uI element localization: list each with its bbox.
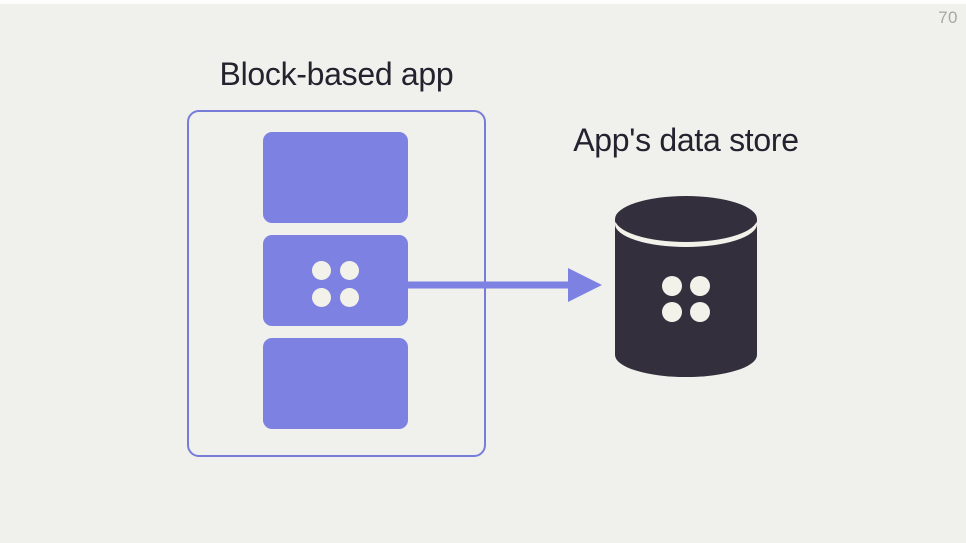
- data-store-title: App's data store: [573, 122, 799, 158]
- top-strip: [0, 0, 966, 4]
- app-block-top: [263, 132, 408, 223]
- dot: [340, 260, 359, 280]
- dot: [340, 287, 359, 307]
- four-dots-icon: [662, 276, 710, 322]
- page-number: 70: [938, 8, 958, 27]
- dot: [312, 260, 331, 280]
- block-app-title: Block-based app: [219, 56, 454, 92]
- four-dots-icon: [312, 260, 359, 307]
- app-block-middle: [263, 235, 408, 326]
- database-cylinder-icon: [615, 196, 757, 377]
- dot: [312, 287, 331, 307]
- data-flow-arrow-icon: [404, 268, 602, 302]
- app-block-bottom: [263, 338, 408, 429]
